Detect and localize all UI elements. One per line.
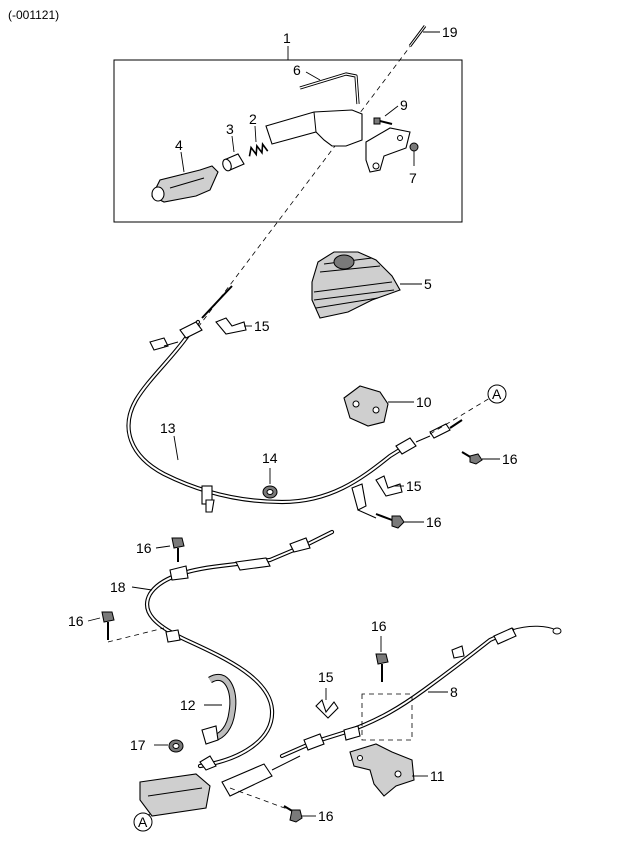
callout-4: 4 — [175, 137, 183, 153]
rod-6 — [299, 72, 360, 105]
callout-3: 3 — [226, 121, 234, 137]
pin-19 — [408, 25, 427, 47]
callout-16-d: 16 — [68, 613, 84, 629]
bolt-16-f — [375, 653, 389, 682]
callout-17: 17 — [130, 737, 146, 753]
callout-16-c-leader — [155, 545, 171, 549]
callout-5: 5 — [424, 276, 432, 292]
clip-15-upper — [215, 317, 247, 335]
bolt-16-e-dash — [229, 787, 291, 811]
spring-2 — [248, 142, 269, 157]
callout-16-f: 16 — [371, 618, 387, 634]
callout-15-lower: 15 — [318, 669, 334, 685]
callout-2-leader — [254, 125, 257, 143]
clip-15-lower — [315, 698, 339, 719]
header-code: (-001121) — [8, 8, 59, 22]
callout-7: 7 — [409, 170, 417, 186]
grommet-14 — [262, 485, 278, 499]
ref-a-upper: A — [492, 386, 502, 402]
callout-1: 1 — [283, 30, 291, 46]
grommet-17 — [168, 739, 184, 753]
bolt-16-d — [101, 611, 115, 640]
callout-9: 9 — [400, 97, 408, 113]
callout-19: 19 — [442, 24, 458, 40]
bolt-16-a — [461, 451, 483, 465]
callout-6: 6 — [293, 62, 301, 78]
lever-arm — [265, 109, 363, 147]
callout-14: 14 — [262, 450, 278, 466]
boot-5 — [311, 251, 401, 319]
callout-4-leader — [180, 151, 185, 173]
callout-18: 18 — [110, 579, 126, 595]
guide-12 — [201, 674, 237, 745]
sleeve-3 — [222, 153, 245, 172]
lever-arm-edge — [313, 111, 317, 133]
bolt-16-c — [171, 537, 185, 562]
bolt-16-e — [283, 805, 303, 823]
bracket-11 — [349, 743, 415, 797]
callout-16-b: 16 — [426, 514, 442, 530]
ref-a-lower-circle — [133, 812, 153, 832]
ref-a-lower: A — [138, 814, 148, 830]
clip-7 — [409, 142, 419, 152]
callout-13: 13 — [160, 420, 176, 436]
bracket-10 — [343, 385, 389, 427]
bolt-9 — [373, 117, 393, 125]
lever-bracket — [365, 127, 411, 173]
callout-16-e: 16 — [318, 808, 334, 824]
clip-bracket-mid — [351, 483, 377, 519]
rear-cable-8 — [279, 625, 562, 759]
callout-8: 8 — [450, 684, 458, 700]
rear-cable-18 — [144, 529, 335, 771]
ref-a-upper-circle — [487, 384, 507, 404]
callout-15-upper: 15 — [254, 318, 270, 334]
ref-a-upper-dash — [429, 397, 491, 435]
callout-3-leader — [231, 135, 235, 153]
callout-13-leader — [173, 435, 179, 461]
callout-18-leader — [131, 586, 153, 591]
callout-16-a: 16 — [502, 451, 518, 467]
front-cable-13 — [126, 285, 463, 513]
callout-2: 2 — [249, 111, 257, 127]
callout-16-c: 16 — [136, 540, 152, 556]
callout-12: 12 — [180, 697, 196, 713]
assembly-dashed-line — [195, 35, 419, 331]
callout-6-leader — [305, 71, 321, 81]
callout-15-middle: 15 — [406, 478, 422, 494]
clip-15-middle — [375, 475, 403, 497]
callout-11: 11 — [430, 768, 445, 784]
bracket-11-dash — [361, 693, 413, 741]
callout-16-d-leader — [87, 617, 101, 622]
callout-10: 10 — [416, 394, 432, 410]
bolt-16-d-dash — [107, 627, 165, 643]
grip-4 — [151, 165, 219, 203]
bolt-16-b — [375, 513, 405, 529]
callout-9-leader — [384, 105, 399, 117]
equalizer-bracket — [139, 755, 301, 817]
